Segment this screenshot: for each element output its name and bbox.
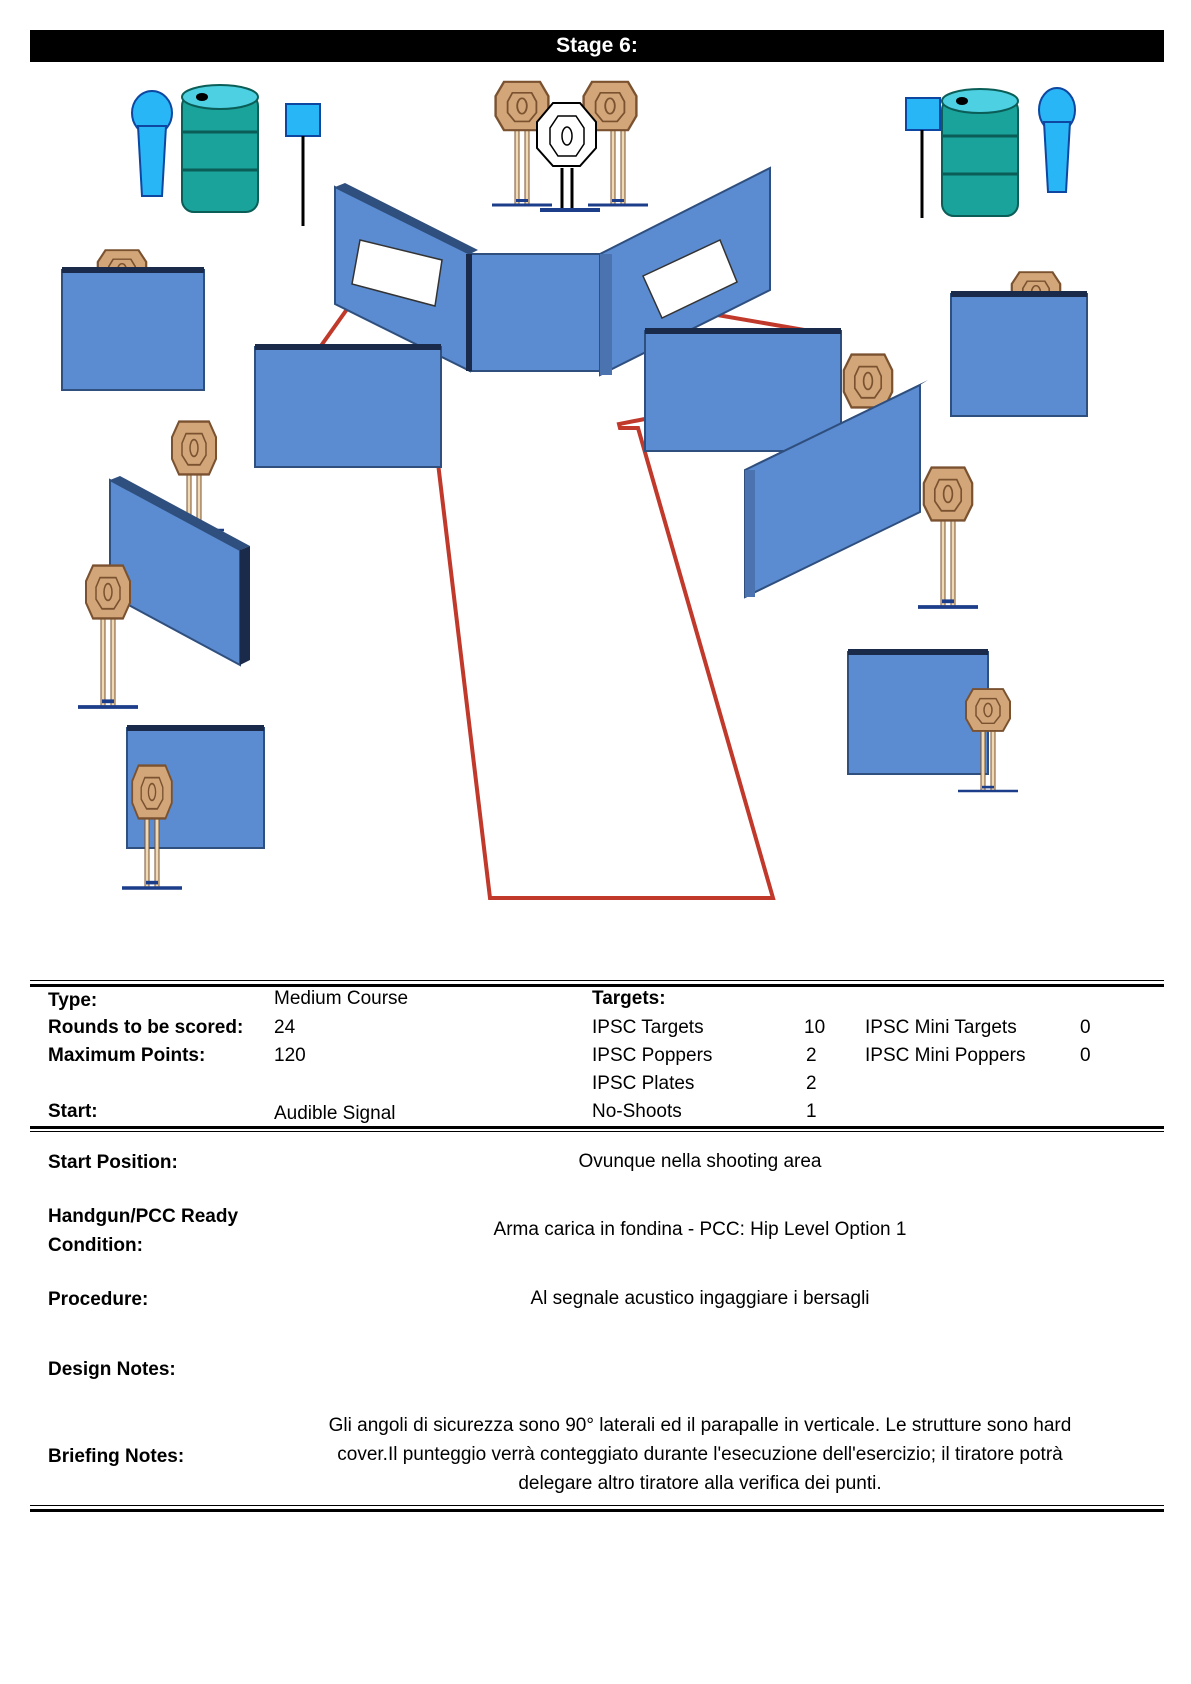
- mini-popper-count: 0: [1080, 1045, 1091, 1066]
- wall-front-left: [254, 344, 442, 468]
- plate-right: [905, 97, 941, 218]
- start-position-value: Ovunque nella shooting area: [578, 1151, 822, 1172]
- target-row-count: 2: [806, 1073, 817, 1094]
- mini-popper-label: IPSC Mini Poppers: [865, 1045, 1026, 1066]
- center-wall-middle: [466, 253, 601, 372]
- start-position-label: Start Position:: [48, 1152, 178, 1173]
- popper-left: [131, 90, 173, 197]
- shooting-area-boundary: [436, 416, 776, 900]
- target-row-label: IPSC Targets: [592, 1017, 704, 1038]
- target-row-label: IPSC Poppers: [592, 1045, 713, 1066]
- type-label: Type:: [48, 990, 98, 1011]
- wall-front-right: [644, 328, 842, 452]
- target-row-count: 2: [806, 1045, 817, 1066]
- target-row-count: 10: [804, 1017, 826, 1038]
- ready-condition-label-2: Condition:: [48, 1235, 143, 1256]
- ready-condition-value: Arma carica in fondina - PCC: Hip Level …: [493, 1219, 907, 1240]
- wall-far-right: [950, 271, 1088, 417]
- briefing-notes-line-1: Gli angoli di sicurezza sono 90° lateral…: [328, 1415, 1072, 1436]
- points-value: 120: [274, 1045, 306, 1066]
- target-row-label: IPSC Plates: [592, 1073, 695, 1094]
- top-center-targets: [490, 80, 650, 212]
- procedure-label: Procedure:: [48, 1289, 149, 1310]
- stage-diagram: [61, 80, 1088, 900]
- center-wall-left: [334, 183, 478, 373]
- target-row-label: No-Shoots: [592, 1101, 682, 1122]
- popper-right: [1038, 87, 1076, 193]
- type-value: Medium Course: [274, 988, 409, 1009]
- ready-condition-label-1: Handgun/PCC Ready: [48, 1206, 239, 1227]
- briefing-notes-label: Briefing Notes:: [48, 1446, 185, 1467]
- barrel-left: [181, 84, 259, 213]
- mini-target-label: IPSC Mini Targets: [865, 1017, 1017, 1038]
- shooting-area-left-line: [316, 303, 352, 352]
- wall-left-angled: [76, 420, 250, 709]
- barrel-right: [941, 88, 1019, 217]
- targets-label: Targets:: [592, 988, 666, 1009]
- mini-target-count: 0: [1080, 1017, 1091, 1038]
- briefing-notes-line-2: cover.Il punteggio verrà conteggiato dur…: [337, 1444, 1063, 1465]
- procedure-value: Al segnale acustico ingaggiare i bersagl…: [530, 1288, 870, 1309]
- wall-bottom-left: [120, 725, 265, 890]
- rounds-value: 24: [274, 1017, 296, 1038]
- wall-far-left: [61, 249, 205, 391]
- stage-title: Stage 6:: [30, 30, 1164, 62]
- design-notes-label: Design Notes:: [48, 1359, 176, 1380]
- target-row-count: 1: [806, 1101, 817, 1122]
- start-value: Audible Signal: [274, 1103, 396, 1124]
- wall-right-angled: [744, 353, 980, 609]
- start-label: Start:: [48, 1101, 98, 1122]
- points-label: Maximum Points:: [48, 1045, 206, 1066]
- center-wall-right: [599, 164, 778, 377]
- briefing-notes-line-3: delegare altro tiratore alla verifica de…: [518, 1473, 882, 1494]
- wall-bottom-right: [847, 649, 1020, 793]
- plate-left: [285, 103, 321, 226]
- rounds-label: Rounds to be scored:: [48, 1017, 244, 1038]
